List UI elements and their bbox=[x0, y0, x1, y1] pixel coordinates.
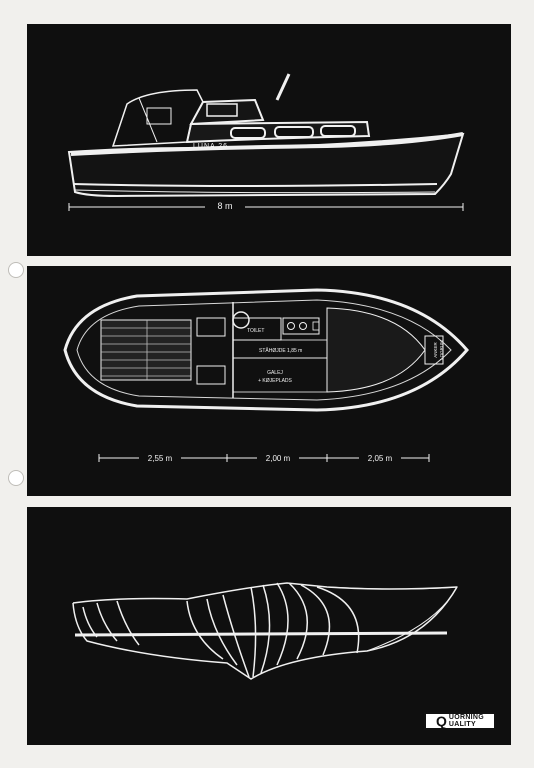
plan-view-panel: TOILET STÅHØJDE 1,85 m GALEJ + KØJEPLADS… bbox=[27, 266, 511, 496]
cockpit-floor bbox=[100, 319, 192, 381]
boot-stripe bbox=[72, 183, 438, 187]
anchor-label-line2: LOGRUM bbox=[439, 340, 444, 360]
window-3 bbox=[320, 125, 356, 137]
hull-lines-drawing bbox=[72, 582, 458, 680]
helm-seat bbox=[196, 317, 226, 337]
logo-wordmark: UORNING UALITY bbox=[449, 714, 484, 728]
galley-label-line1: GALEJ bbox=[267, 370, 283, 376]
logo-line-2: UALITY bbox=[448, 721, 476, 728]
hull-keel-line bbox=[72, 586, 458, 680]
boat-plan-drawing: TOILET STÅHØJDE 1,85 m GALEJ + KØJEPLADS… bbox=[63, 288, 469, 464]
galley-label-line2: + KØJEPLADS bbox=[258, 378, 292, 384]
punch-hole-top bbox=[8, 262, 24, 278]
profile-view-panel: LUNA 26 8 m bbox=[27, 24, 511, 256]
anchor-locker bbox=[424, 335, 444, 365]
boat-name: LUNA 26 bbox=[193, 143, 228, 150]
boat-profile-drawing: LUNA 26 8 m bbox=[67, 73, 465, 212]
sheer-stripe bbox=[70, 132, 464, 156]
anchor-label-line1: ANKER bbox=[433, 342, 438, 358]
dimension-label-1: 2,55 m bbox=[148, 454, 173, 463]
length-label: 8 m bbox=[217, 201, 232, 211]
logo-q-mark: Q bbox=[435, 713, 447, 729]
waterline bbox=[74, 631, 448, 637]
mast bbox=[275, 73, 291, 101]
punch-hole-bottom bbox=[8, 470, 24, 486]
window-2 bbox=[274, 126, 314, 138]
canvas-hood bbox=[111, 89, 204, 147]
quorning-quality-logo: Q UORNING UALITY bbox=[424, 712, 496, 730]
standing-height-label: STÅHØJDE 1,85 m bbox=[259, 347, 302, 354]
logo-line-1: UORNING bbox=[448, 714, 485, 721]
dimension-label-2: 2,00 m bbox=[266, 454, 291, 463]
window-1 bbox=[230, 127, 266, 139]
toilet-label: TOILET bbox=[247, 328, 264, 334]
hull-lines-panel bbox=[27, 507, 511, 745]
dimension-label-3: 2,05 m bbox=[368, 454, 393, 463]
